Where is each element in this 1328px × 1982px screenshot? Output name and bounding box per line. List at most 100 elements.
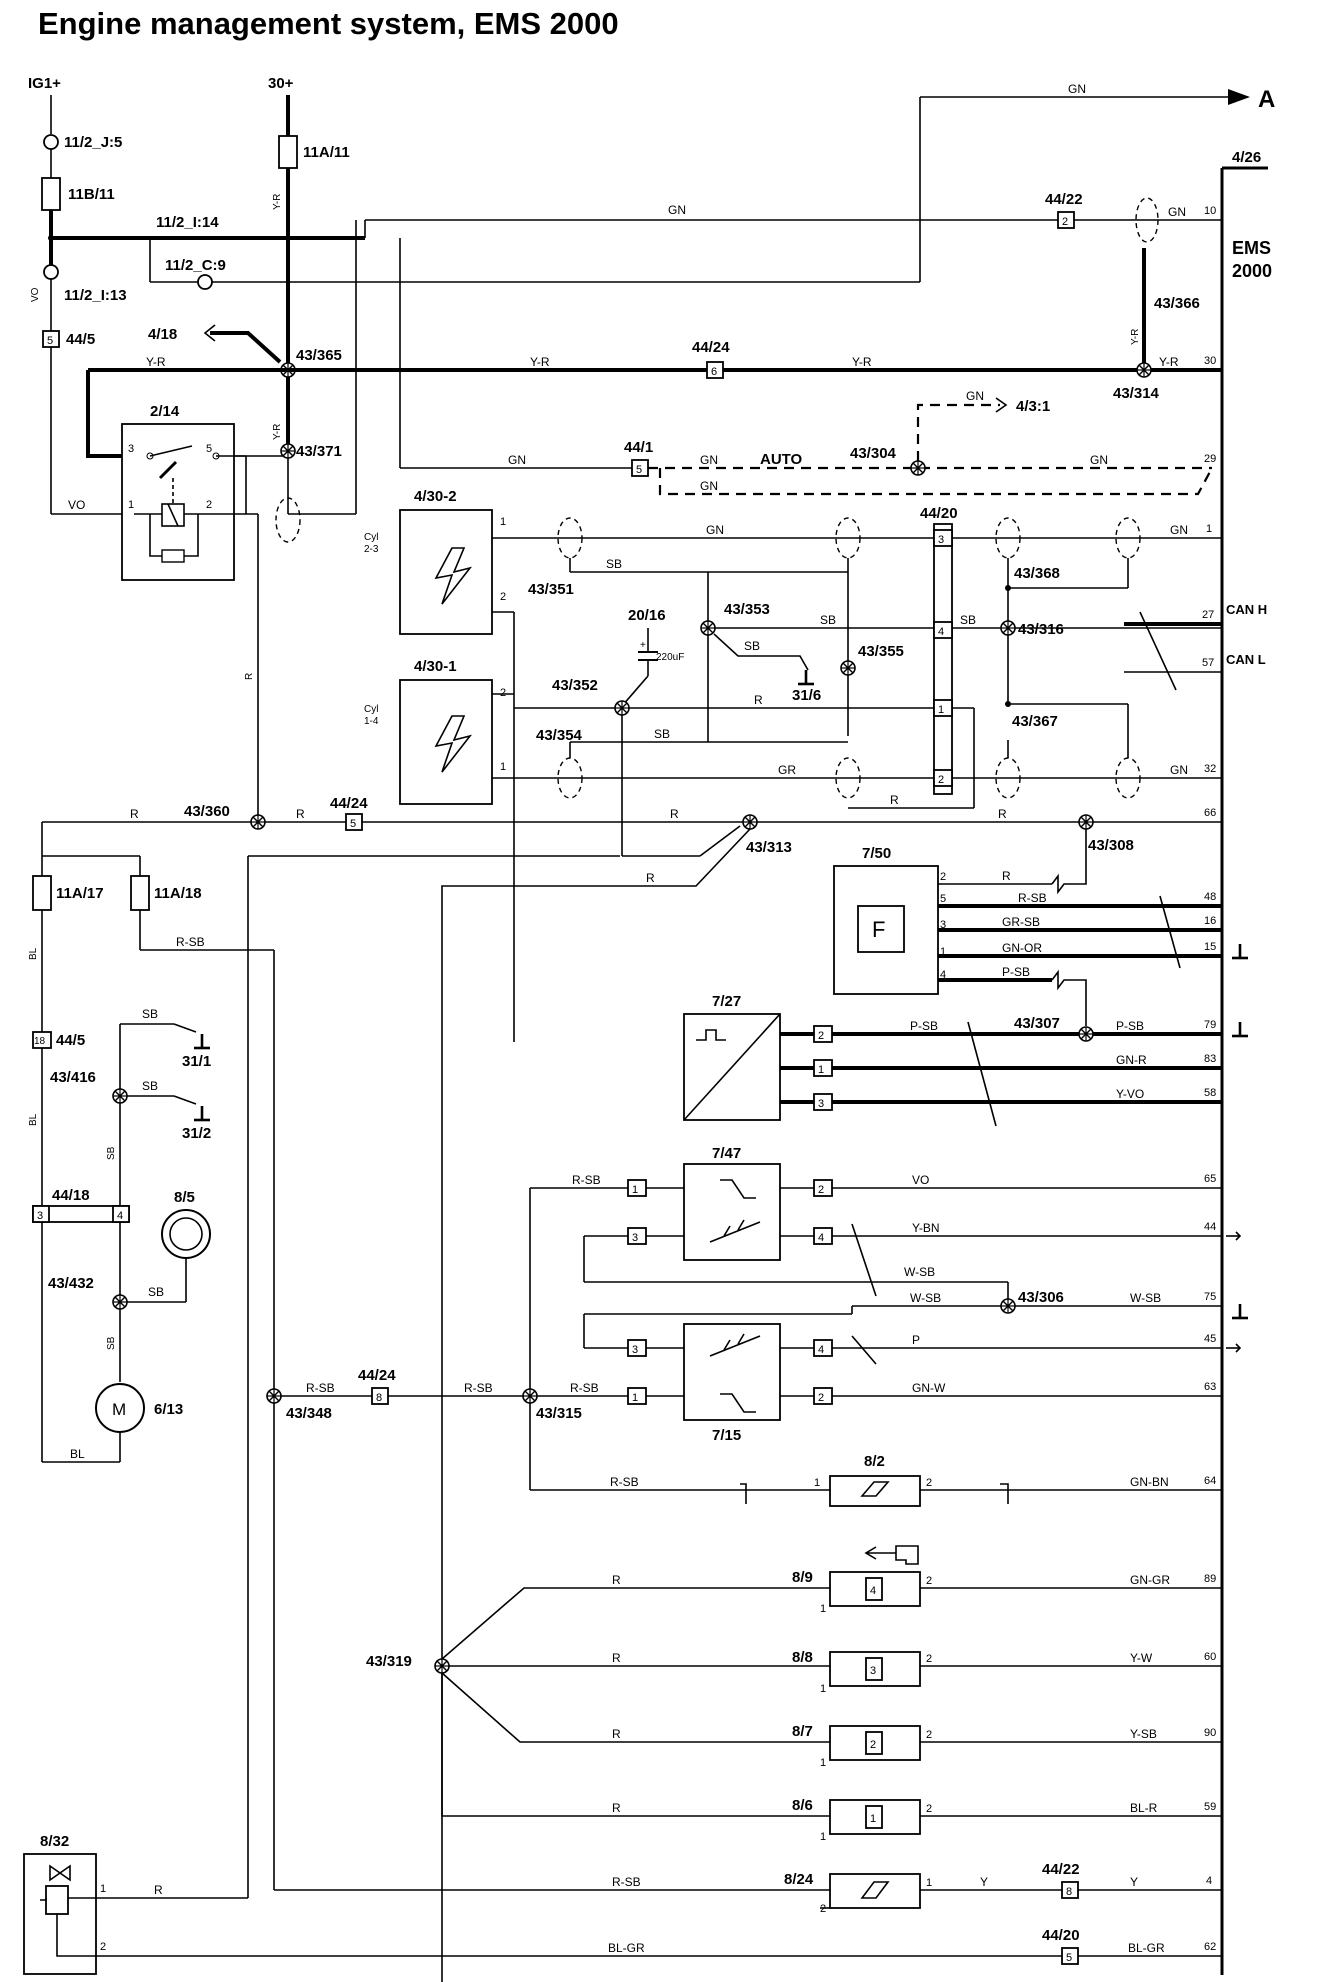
svg-text:63: 63 [1204, 1381, 1216, 1393]
label-44-22-bot: 44/22 [1042, 1861, 1080, 1878]
splice-43-353 [700, 620, 716, 636]
splice-43-355 [840, 660, 856, 676]
ecu-pin-1: 1 [1206, 523, 1212, 535]
svg-text:1: 1 [940, 946, 946, 958]
splice-43-416 [112, 1088, 128, 1104]
svg-text:GN-W: GN-W [912, 1381, 946, 1395]
svg-text:2: 2 [926, 1575, 932, 1587]
svg-text:SB: SB [820, 613, 836, 627]
svg-text:1: 1 [820, 1683, 826, 1695]
svg-text:18: 18 [34, 1036, 46, 1047]
svg-text:90: 90 [1204, 1727, 1216, 1739]
wire-color-yr-vert: Y-R [272, 194, 283, 210]
svg-text:GN: GN [1090, 453, 1108, 467]
splice-43-314 [1136, 362, 1152, 378]
splice-43-315 [522, 1388, 538, 1404]
svg-text:Y-VO: Y-VO [1116, 1087, 1144, 1101]
connector-44-24-mid [345, 813, 363, 831]
svg-text:GN: GN [706, 523, 724, 537]
svg-text:GR-SB: GR-SB [1002, 915, 1040, 929]
label-43-306: 43/306 [1018, 1289, 1064, 1306]
svg-text:1: 1 [128, 499, 134, 511]
svg-text:GN-BN: GN-BN [1130, 1475, 1169, 1489]
svg-text:R: R [754, 693, 763, 707]
fuse-11a-11 [278, 135, 298, 169]
svg-text:Y-R: Y-R [852, 355, 872, 369]
svg-text:R-SB: R-SB [572, 1173, 601, 1187]
ecu-pin-10: 10 [1204, 205, 1216, 217]
fuse-11b-11 [41, 177, 61, 211]
svg-text:6: 6 [711, 366, 717, 378]
label-7-15: 7/15 [712, 1427, 741, 1444]
label-43-432: 43/432 [48, 1275, 94, 1292]
label-44-18: 44/18 [52, 1187, 90, 1204]
ecu-name-line2: 2000 [1232, 261, 1272, 281]
svg-text:Y-R: Y-R [1159, 355, 1179, 369]
label-7-50: 7/50 [862, 845, 891, 862]
svg-text:2: 2 [500, 591, 506, 603]
label-43-319: 43/319 [366, 1653, 412, 1670]
svg-text:GN: GN [1170, 763, 1188, 777]
svg-text:5: 5 [940, 893, 946, 905]
label-43-360: 43/360 [184, 803, 230, 820]
label-44-24-low: 44/24 [358, 1367, 396, 1384]
splice-43-304 [910, 460, 926, 476]
label-43-348: 43/348 [286, 1405, 332, 1422]
svg-text:GN: GN [1170, 523, 1188, 537]
splice-43-306 [1000, 1298, 1016, 1314]
pressure-sensor-icon [720, 1393, 756, 1413]
label-43-352: 43/352 [552, 677, 598, 694]
label-8-32: 8/32 [40, 1833, 69, 1850]
svg-text:R: R [670, 807, 679, 821]
label-11-2-j5: 11/2_J:5 [64, 134, 122, 151]
svg-text:60: 60 [1204, 1651, 1216, 1663]
label-31-1: 31/1 [182, 1053, 211, 1070]
ground-icon-79 [1230, 1020, 1250, 1038]
svg-text:R: R [612, 1727, 621, 1741]
label-44-1: 44/1 [624, 439, 653, 456]
svg-text:220uF: 220uF [656, 652, 684, 663]
label-can-l: CAN L [1226, 652, 1266, 667]
label-43-353: 43/353 [724, 601, 770, 618]
label-11-2-c9: 11/2_C:9 [165, 257, 226, 274]
ignition-coil-icon [434, 547, 473, 605]
label-43-316: 43/316 [1018, 621, 1064, 638]
arrow-a-label: A [1258, 86, 1275, 113]
svg-text:R: R [244, 673, 255, 680]
temp-sensor-icon [720, 1179, 756, 1199]
svg-text:R-SB: R-SB [612, 1875, 641, 1889]
svg-text:1: 1 [820, 1757, 826, 1769]
ground-icon-15 [1230, 942, 1250, 960]
svg-text:3: 3 [37, 1210, 43, 1222]
svg-text:Y-W: Y-W [1130, 1651, 1153, 1665]
label-43-351: 43/351 [528, 581, 574, 598]
wire-color-gn-10: GN [668, 203, 686, 217]
label-43-313: 43/313 [746, 839, 792, 856]
svg-text:1: 1 [820, 1603, 826, 1615]
connector-44-20-mid [933, 523, 953, 795]
splice-43-319 [434, 1658, 450, 1674]
label-8-7: 8/7 [792, 1723, 813, 1740]
terminal-11-2-j5-icon [43, 134, 59, 150]
svg-text:3: 3 [632, 1344, 638, 1356]
svg-text:F: F [872, 917, 885, 942]
svg-text:SB: SB [142, 1079, 158, 1093]
svg-text:2: 2 [500, 687, 506, 699]
svg-text:1: 1 [820, 1831, 826, 1843]
wire-color-gn-main: GN [1168, 205, 1186, 219]
svg-text:3: 3 [940, 919, 946, 931]
diagram-title: Engine management system, EMS 2000 [38, 6, 619, 41]
svg-text:75: 75 [1204, 1291, 1216, 1303]
svg-text:SB: SB [960, 613, 976, 627]
svg-text:2: 2 [926, 1803, 932, 1815]
label-43-314: 43/314 [1113, 385, 1160, 402]
ground-icon-75 [1230, 1302, 1250, 1320]
svg-text:SB: SB [106, 1336, 117, 1350]
svg-text:W-SB: W-SB [1130, 1291, 1161, 1305]
svg-text:2: 2 [938, 774, 944, 786]
svg-text:48: 48 [1204, 891, 1216, 903]
label-43-304: 43/304 [850, 445, 897, 462]
svg-text:SB: SB [106, 1146, 117, 1160]
wire-color-vo-relay: VO [68, 498, 85, 512]
svg-text:Y-R: Y-R [272, 424, 283, 440]
